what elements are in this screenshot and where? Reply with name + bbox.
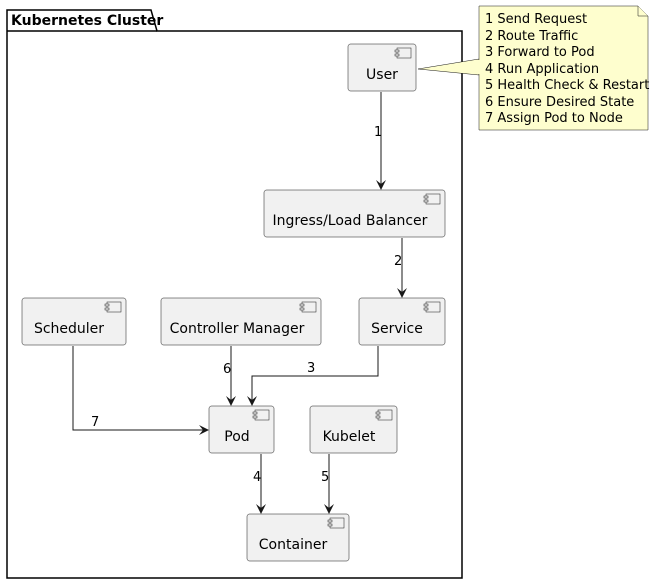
edges: 1 2 3 4 5 6 7 [72,92,407,514]
node-container[interactable]: Container [246,513,350,562]
node-user[interactable]: User [347,43,417,92]
node-service[interactable]: Service [358,297,446,346]
legend-line: 1 Send Request [485,12,587,27]
edge-label-4: 4 [253,470,261,485]
edge-label-2: 2 [394,254,402,269]
legend-line: 3 Forward to Pod [485,45,595,60]
edge-label-3: 3 [307,361,315,376]
component-icon [375,409,393,421]
legend-line: 6 Ensure Desired State [485,95,634,110]
component-icon [423,301,441,313]
node-label-container: Container [259,537,328,553]
component-icon [104,301,122,313]
node-scheduler[interactable]: Scheduler [21,297,127,346]
component-icon [423,193,441,205]
legend-line: 4 Run Application [485,62,599,77]
cluster-frame: Kubernetes Cluster [6,9,463,579]
node-label-kubelet: Kubelet [323,429,376,445]
node-label-controller-manager: Controller Manager [170,321,305,337]
edge-7 [72,346,209,435]
component-icon [299,301,317,313]
legend-line: 5 Health Check & Restart [485,78,649,93]
node-label-ingress: Ingress/Load Balancer [273,213,428,229]
component-icon [327,517,345,529]
legend-line: 7 Assign Pod to Node [485,111,623,126]
edge-label-1: 1 [374,125,382,140]
node-label-scheduler: Scheduler [34,321,104,337]
frame-title: Kubernetes Cluster [11,13,163,29]
node-pod[interactable]: Pod [208,405,275,454]
component-icon [394,47,412,59]
node-controller-manager[interactable]: Controller Manager [160,297,322,346]
node-ingress[interactable]: Ingress/Load Balancer [263,189,446,238]
legend-note: 1 Send Request 2 Route Traffic 3 Forward… [417,5,649,131]
node-label-user: User [366,67,398,83]
node-label-pod: Pod [224,429,249,445]
node-label-service: Service [371,321,423,337]
edge-label-7: 7 [91,415,99,430]
node-kubelet[interactable]: Kubelet [309,405,398,454]
edge-label-5: 5 [321,470,329,485]
component-icon [252,409,270,421]
legend-line: 2 Route Traffic [485,29,578,44]
edge-3 [247,346,379,406]
edge-label-6: 6 [223,362,231,377]
